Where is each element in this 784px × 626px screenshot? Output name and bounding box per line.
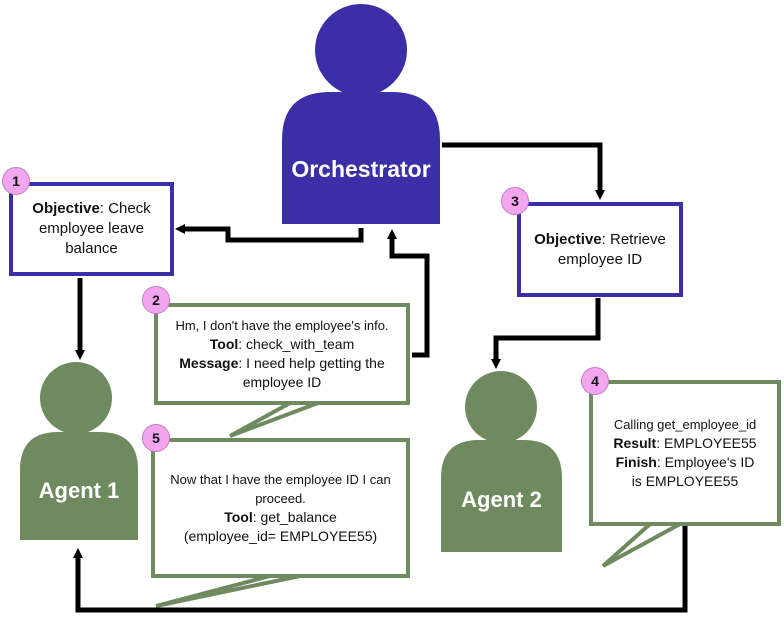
objective-text: : Check bbox=[99, 200, 151, 217]
objective-box-3: Objective: Retrieve employee ID bbox=[517, 202, 683, 297]
tool-label: Tool bbox=[209, 336, 239, 352]
orchestrator-label: Orchestrator bbox=[291, 156, 431, 182]
step-badge-5: 5 bbox=[142, 424, 170, 452]
bubble-text: proceed. bbox=[255, 491, 306, 506]
step-badge-3: 3 bbox=[501, 187, 529, 215]
objective-label: Objective bbox=[32, 200, 100, 217]
tool-label: Tool bbox=[224, 509, 253, 525]
objective-text: employee leave bbox=[38, 220, 145, 237]
bubble2-tail bbox=[229, 401, 319, 438]
step-badge-2: 2 bbox=[142, 286, 170, 314]
finish-label: Finish bbox=[615, 454, 657, 470]
arrow-agent2-result-to-agent1 bbox=[73, 524, 688, 613]
result-label: Result bbox=[613, 435, 657, 451]
speech-bubble-4: Calling get_employee_id Result: EMPLOYEE… bbox=[589, 380, 781, 526]
objective-text: employee ID bbox=[557, 250, 643, 268]
bubble-text: employee ID bbox=[242, 374, 322, 390]
objective-label: Objective bbox=[534, 230, 602, 248]
finish-value: : Employee's ID bbox=[656, 454, 755, 470]
arrow-bubble2-to-orchestrator bbox=[387, 229, 430, 358]
bubble-text: is EMPLOYEE55 bbox=[631, 473, 739, 489]
objective-box-1: Objective: Check employee leave balance bbox=[9, 182, 174, 276]
agent2-label: Agent 2 bbox=[461, 487, 542, 512]
bubble-text: Hm, I don't have the employee's info. bbox=[175, 318, 389, 333]
objective-text: : Retrieve bbox=[601, 230, 666, 248]
speech-bubble-5: Now that I have the employee ID I can pr… bbox=[151, 438, 410, 578]
message-label: Message bbox=[179, 355, 239, 371]
bubble-text: Now that I have the employee ID I can bbox=[170, 472, 391, 487]
message-value: : I need help getting the bbox=[238, 355, 385, 371]
orchestrator-figure bbox=[282, 4, 440, 224]
speech-bubble-2: Hm, I don't have the employee's info. To… bbox=[154, 303, 410, 405]
bubble-text: (employee_id= EMPLOYEE55) bbox=[183, 528, 378, 544]
objective-text: balance bbox=[65, 240, 118, 257]
tool-value: : get_balance bbox=[252, 509, 337, 525]
result-value: : EMPLOYEE55 bbox=[656, 435, 757, 451]
arrow-orchestrator-to-objective3 bbox=[442, 142, 605, 200]
bubble-text: Calling get_employee_id bbox=[613, 417, 757, 432]
arrow-objective3-to-agent2 bbox=[491, 298, 601, 369]
bubble5-tail bbox=[155, 574, 301, 608]
agent2-figure bbox=[441, 371, 562, 552]
agent1-figure bbox=[20, 362, 138, 540]
agent1-label: Agent 1 bbox=[38, 478, 120, 503]
arrow-orchestrator-to-objective1 bbox=[175, 224, 364, 243]
bubble4-tail bbox=[601, 522, 681, 568]
step-badge-1: 1 bbox=[2, 167, 30, 195]
tool-value: : check_with_team bbox=[238, 336, 355, 352]
step-badge-4: 4 bbox=[581, 367, 609, 395]
